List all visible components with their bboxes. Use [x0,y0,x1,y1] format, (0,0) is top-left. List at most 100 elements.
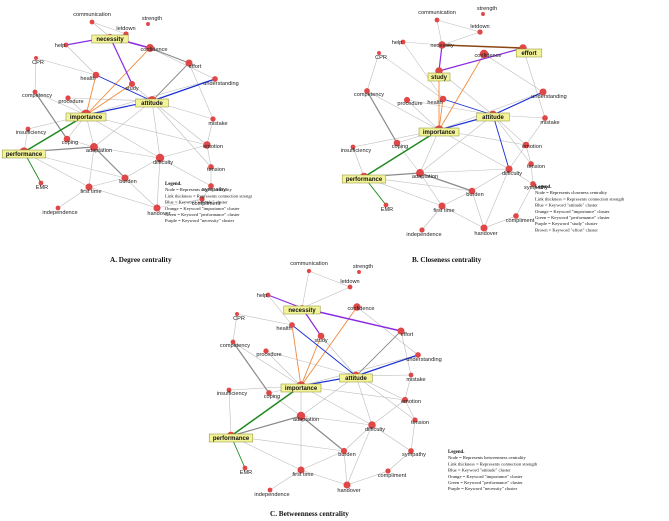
keyword-box-study [427,72,451,82]
node-label-competency: competency [22,93,52,99]
legend-line: Node = Represents degree centrality [165,187,233,192]
node-label-tension: tension [527,164,545,170]
keyword-box-importance [280,383,322,393]
node-label-understanding: understanding [531,94,566,100]
legend-line: Orange = Keyword "importance" cluster [535,209,610,214]
legend-title: Legend. [448,450,464,455]
panel-degree-centrality: communicationstrengthletdownhelpnecessit… [1,12,253,264]
node-health [439,95,447,103]
node-independence [267,487,273,493]
node-label-first-time: first time [80,189,101,195]
node-tension [208,164,214,170]
node-letdown [477,29,483,35]
node-competency [32,89,38,95]
edge-adaptation-difficulty [300,415,373,426]
node-label-letdown: letdown [470,24,489,30]
edge-performance-importance [230,385,302,437]
edge-importance-confidence [300,306,358,387]
edge-attitude-tension [151,100,212,168]
edge-attitude-emotion [151,100,208,146]
edge-coping-adaptation [268,392,302,417]
edge-attitude-difficulty [492,114,510,170]
edge-insufficiency-performance [352,146,365,178]
node-understanding [539,88,547,96]
edge-handover-compliment [346,470,389,486]
edge-communication-necessity [436,19,443,46]
node-label-effort: effort [189,64,202,70]
node-handover [343,481,351,489]
edge-cpr-health [236,313,293,326]
edge-coping-competency [366,90,398,144]
node-mistake [408,372,414,378]
legend-line: Brown = Keyword "effort" cluster [535,227,598,232]
edge-adaptation-first-time [88,146,95,188]
node-label-tension: tension [207,167,225,173]
node-label-strength: strength [142,16,162,22]
edge-first-time-independence [57,186,90,209]
node-label-compliment: compliment [506,218,535,224]
edge-burden-handover [124,177,158,209]
edge-necessity-study [438,44,443,72]
keyword-box-attitude [339,373,373,383]
node-adaptation [416,169,424,177]
node-label-coping: coping [392,144,408,150]
edge-difficulty-sympathy [159,157,212,187]
node-label-emr: EMR [240,470,252,476]
node-label-help: help [392,40,403,46]
node-cpr [34,56,38,60]
edge-coping-adaptation [396,142,421,174]
node-health [92,71,100,79]
node-label-study: study [314,338,328,344]
node-label-difficulty: difficulty [365,427,385,433]
edge-performance-importance [363,129,440,178]
keyword-label-attitude: attitude [345,376,367,382]
node-label-mistake: mistake [208,121,227,127]
node-communication [89,19,95,25]
edge-difficulty-handover [483,168,510,229]
edge-attitude-health [442,98,494,116]
node-first-time [85,183,93,191]
edge-attitude-effort [151,62,190,102]
edge-sympathy-compliment [515,183,534,217]
edge-attitude-adaptation [419,114,494,174]
node-tension [528,161,534,167]
edge-attitude-health [95,74,153,102]
node-effort [397,327,405,335]
node-label-cpr: CPR [233,316,245,322]
edge-communication-letdown [436,19,481,33]
node-label-cpr: CPR [375,55,387,61]
node-sympathy [530,181,536,187]
legend-line: Purple = Keyword "study" cluster [535,221,598,226]
node-understanding [415,352,421,358]
edge-coping-competency [232,341,270,394]
legend-line: Node = Represents betweenness centrality [448,455,527,460]
node-label-communication: communication [418,10,456,16]
edge-mistake-emotion [404,374,412,401]
node-label-burden: burden [119,179,136,185]
node-label-coping: coping [264,394,280,400]
edge-importance-confidence [438,53,485,131]
keyword-label-attitude: attitude [141,101,163,107]
edge-burden-first-time [441,190,473,207]
node-strength [481,12,485,16]
node-adaptation [90,143,98,151]
node-label-mistake: mistake [406,377,425,383]
node-label-compliment: compliment [378,473,407,479]
edge-mistake-emotion [206,118,214,146]
edge-first-time-handover [441,205,485,229]
edge-burden-adaptation [300,415,345,452]
node-emr [242,465,248,471]
node-mistake [542,115,548,121]
keyword-label-performance: performance [346,177,383,183]
edge-insufficiency-performance [228,389,232,437]
edge-help-health [65,44,97,76]
node-label-emr: EMR [36,185,48,191]
edge-effort-mistake [522,47,546,119]
edge-first-time-handover [300,469,348,486]
node-compliment [385,468,391,474]
edge-effort-mistake [188,62,214,120]
node-insufficiency [226,387,232,393]
edge-understanding-importance [438,91,544,131]
